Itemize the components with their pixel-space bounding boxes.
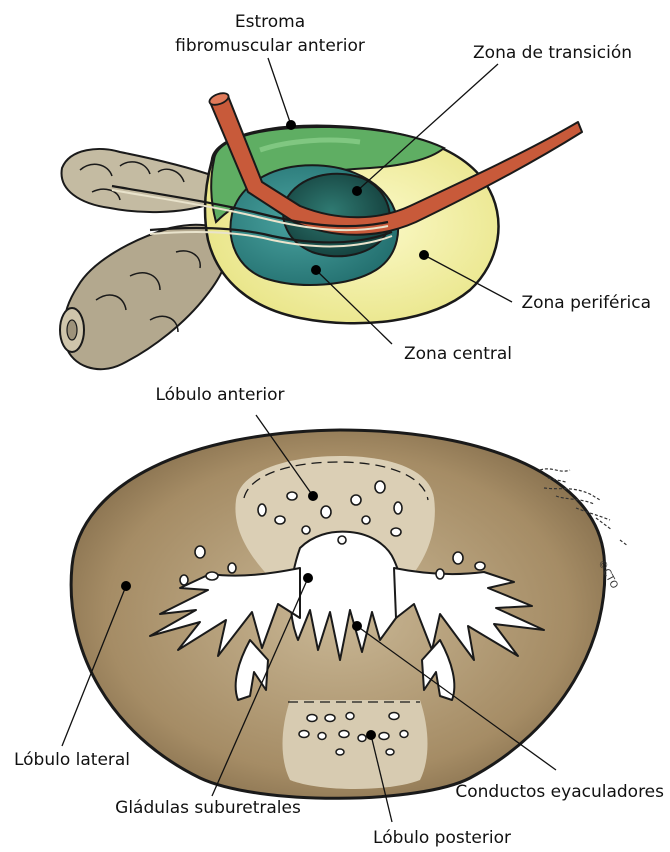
dot-lobulo-anterior (308, 491, 318, 501)
label-estroma-line1: Estroma (235, 12, 305, 32)
dot-gladulas-suburetrales (303, 573, 313, 583)
label-lobulo-anterior: Lóbulo anterior (155, 385, 284, 405)
seminal-vesicle-lower (60, 225, 229, 369)
label-zona-periferica: Zona periférica (521, 293, 651, 313)
label-conductos-eyaculadores: Conductos eyaculadores (455, 782, 664, 802)
top-zones-illustration (60, 91, 582, 369)
label-lobulo-posterior: Lóbulo posterior (373, 828, 511, 848)
dot-zona-transicion (352, 186, 362, 196)
dot-zona-central (311, 265, 321, 275)
dot-lobulo-posterior (366, 730, 376, 740)
label-gladulas-suburetrales: Gládulas suburetrales (115, 798, 301, 818)
bottom-cross-section (71, 430, 605, 798)
label-zona-transicion: Zona de transición (473, 43, 632, 63)
dot-estroma (286, 120, 296, 130)
label-estroma-line2: fibromuscular anterior (175, 36, 365, 56)
dot-lobulo-lateral (121, 581, 131, 591)
dot-zona-periferica (419, 250, 429, 260)
posterior-lobe-region (283, 700, 428, 789)
seminal-vesicle-upper (62, 149, 219, 212)
label-lobulo-lateral: Lóbulo lateral (14, 750, 130, 770)
label-zona-central: Zona central (404, 344, 512, 364)
dot-conductos-eyaculadores (352, 621, 362, 631)
